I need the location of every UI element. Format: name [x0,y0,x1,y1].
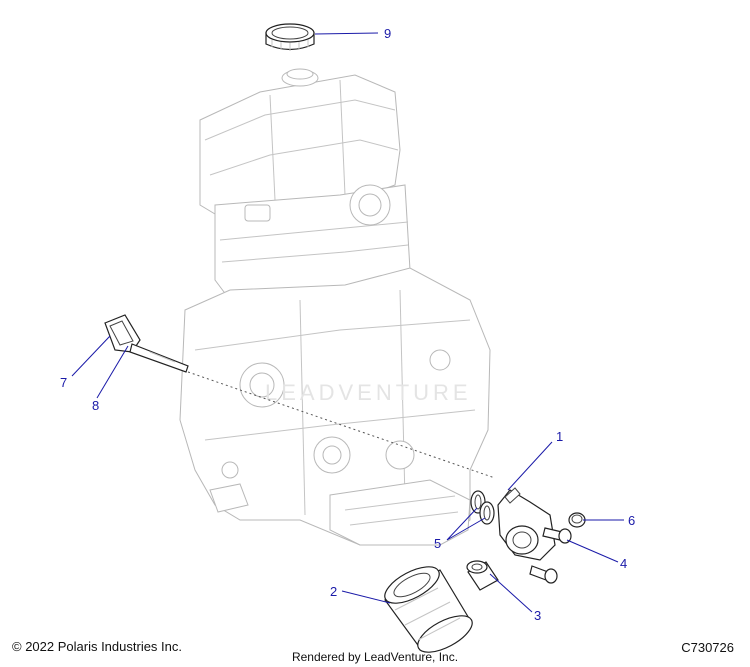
callout-9: 9 [384,26,391,41]
callout-7: 7 [60,375,67,390]
adapter-sleeve [466,560,499,591]
engine-block [179,68,491,546]
callout-2: 2 [330,584,337,599]
oil-filter-adapter [497,487,556,561]
drawing-number: C730726 [681,640,734,655]
callout-8: 8 [92,398,99,413]
callout-labels: 9 1 2 3 4 5 6 7 8 [60,26,635,623]
dipstick [104,314,189,373]
rendered-by-credit: Rendered by LeadVenture, Inc. [291,650,459,664]
plug [568,512,586,528]
copyright-notice: © 2022 Polaris Industries Inc. [12,639,182,654]
bolts [529,527,572,584]
o-rings [470,490,495,525]
callout-3: 3 [534,608,541,623]
callout-4: 4 [620,556,627,571]
watermark-text: LEADVENTURE [265,380,472,405]
alignment-line [187,371,496,479]
oil-filter [384,566,473,653]
leader-lines [71,32,624,613]
oil-filler-cap [265,23,315,51]
callout-6: 6 [628,513,635,528]
callout-5: 5 [434,536,441,551]
callout-1: 1 [556,429,563,444]
